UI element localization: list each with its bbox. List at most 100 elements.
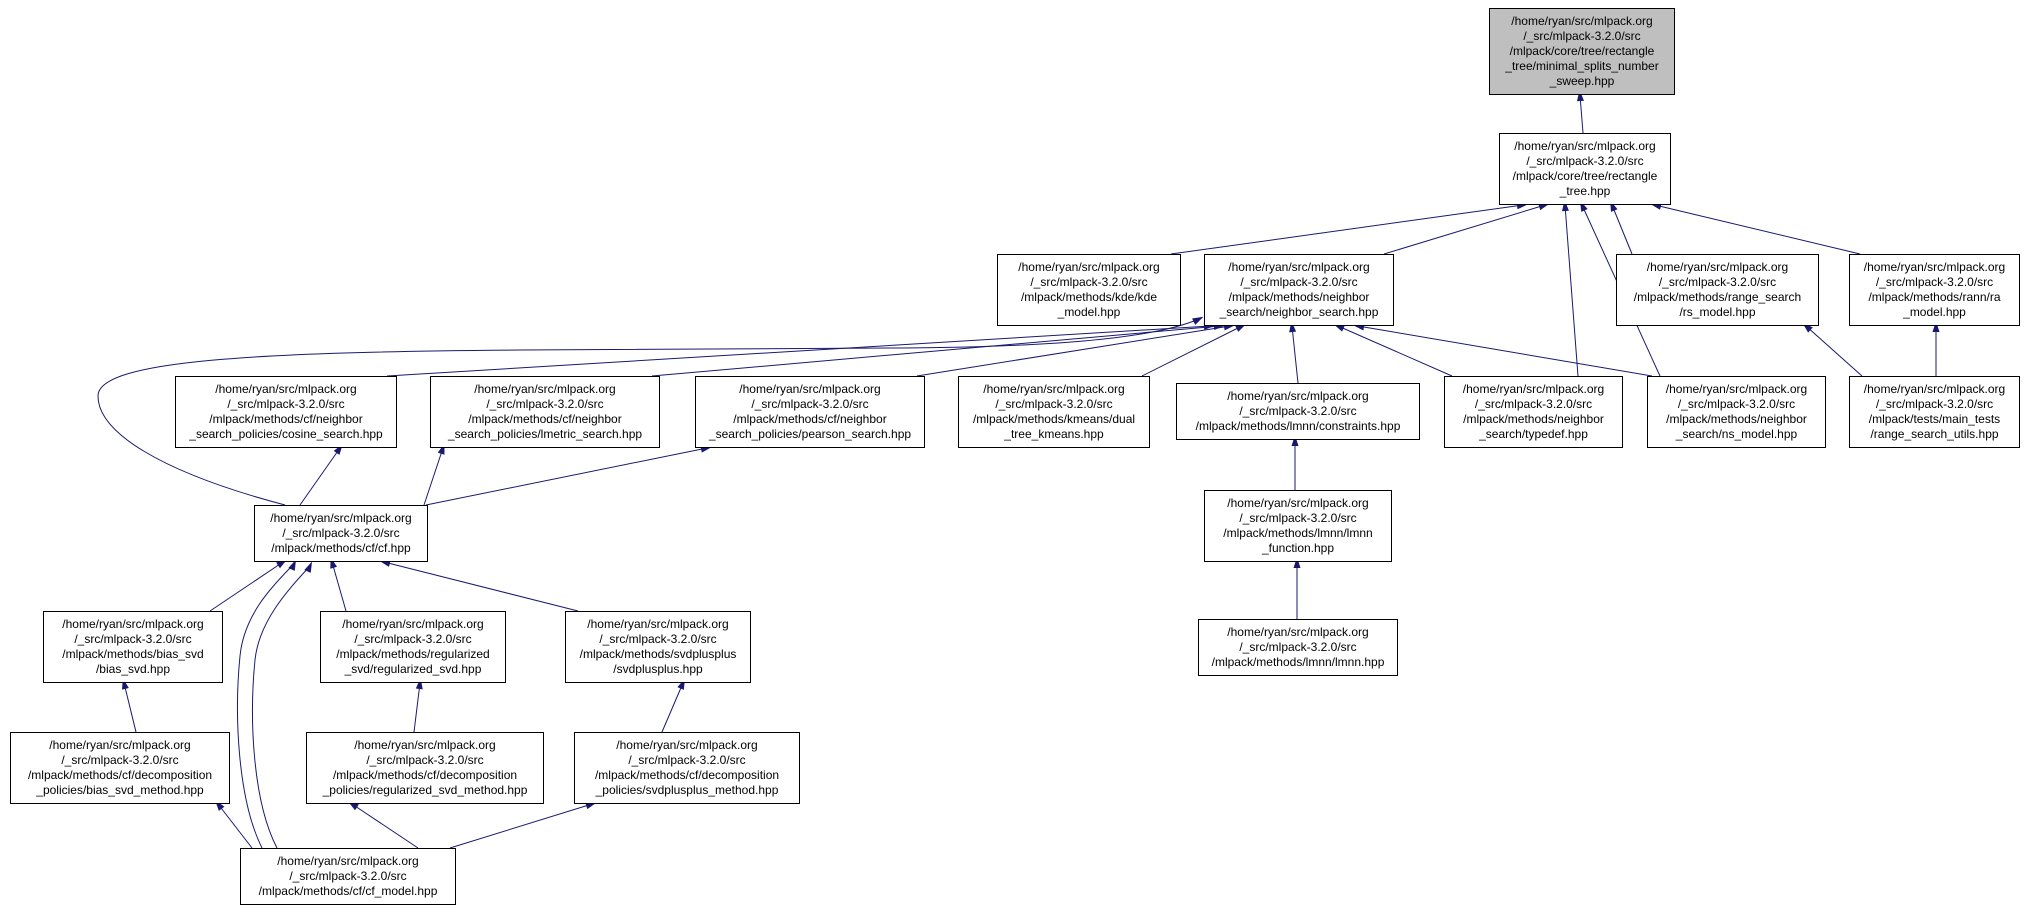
edge-n_cf>n_pearson: [425, 447, 708, 506]
node-label-line: _search_policies/lmetric_search.hpp: [447, 427, 643, 441]
edge-arrowhead: [1538, 203, 1550, 211]
edge-n_typedef>n_nsearch: [1337, 325, 1453, 377]
edge-n_svdpp>n_cf: [383, 561, 579, 612]
node-label-line: /home/ryan/src/mlpack.org: [739, 382, 881, 396]
node-label-line: /home/ryan/src/mlpack.org: [587, 617, 729, 631]
node-label-line: /home/ryan/src/mlpack.org: [1227, 389, 1369, 403]
node-label-line: /_src/mlpack-3.2.0/src: [1523, 29, 1641, 43]
edge-arrowhead: [1561, 200, 1569, 212]
edge-n_cf>n_lmetric: [423, 447, 444, 506]
graph-node-constraints[interactable]: /home/ryan/src/mlpack.org/_src/mlpack-3.…: [1176, 383, 1420, 440]
node-label-line: _tree/minimal_splits_number: [1505, 59, 1659, 73]
node-label-line: /mlpack/methods/bias_svd: [62, 647, 204, 661]
graph-node-nsmodel[interactable]: /home/ryan/src/mlpack.org/_src/mlpack-3.…: [1647, 376, 1826, 448]
edge-arrowhead: [1192, 316, 1204, 325]
node-label-line: _search/typedef.hpp: [1479, 427, 1588, 441]
graph-node-rsmodel[interactable]: /home/ryan/src/mlpack.org/_src/mlpack-3.…: [1616, 254, 1819, 326]
edge-arrowhead: [1291, 435, 1299, 446]
node-label-line: /home/ryan/src/mlpack.org: [49, 738, 191, 752]
node-label-line: /home/ryan/src/mlpack.org: [342, 617, 484, 631]
node-label-line: /mlpack/methods/cf/decomposition: [27, 768, 213, 782]
graph-node-rectangle[interactable]: /home/ryan/src/mlpack.org/_src/mlpack-3.…: [1499, 133, 1671, 205]
node-label-line: /bias_svd.hpp: [95, 662, 171, 676]
graph-node-biassvd[interactable]: /home/ryan/src/mlpack.org/_src/mlpack-3.…: [43, 611, 223, 683]
graph-node-lmnn[interactable]: /home/ryan/src/mlpack.org/_src/mlpack-3.…: [1198, 619, 1398, 676]
node-label-line: /home/ryan/src/mlpack.org: [616, 738, 758, 752]
graph-node-regmethod[interactable]: /home/ryan/src/mlpack.org/_src/mlpack-3.…: [306, 732, 544, 804]
node-label-line: /mlpack/methods/lmnn/lmnn.hpp: [1211, 655, 1385, 669]
graph-node-ramodel[interactable]: /home/ryan/src/mlpack.org/_src/mlpack-3.…: [1849, 254, 2020, 326]
node-label-line: /home/ryan/src/mlpack.org: [215, 382, 357, 396]
node-label-line: /home/ryan/src/mlpack.org: [1227, 625, 1369, 639]
edge-n_rsutils>n_rsmodel: [1805, 325, 1863, 377]
node-label-line: /_src/mlpack-3.2.0/src: [1677, 397, 1796, 411]
graph-node-pearson[interactable]: /home/ryan/src/mlpack.org/_src/mlpack-3.…: [695, 376, 925, 448]
node-label-line: /rs_model.hpp: [1679, 305, 1756, 319]
graph-node-cf[interactable]: /home/ryan/src/mlpack.org/_src/mlpack-3.…: [254, 505, 428, 562]
node-label-line: /_src/mlpack-3.2.0/src: [282, 526, 400, 540]
node-label-line: /mlpack/core/tree/rectangle: [1509, 44, 1655, 58]
node-label-line: _function.hpp: [1261, 541, 1335, 555]
node-label-line: /_src/mlpack-3.2.0/src: [1240, 275, 1358, 289]
graph-node-nsearch[interactable]: /home/ryan/src/mlpack.org/_src/mlpack-3.…: [1204, 254, 1394, 326]
node-label-line: /mlpack/methods/cf/cf.hpp: [271, 541, 411, 555]
node-label-line: /_src/mlpack-3.2.0/src: [354, 632, 472, 646]
graph-node-regsvd[interactable]: /home/ryan/src/mlpack.org/_src/mlpack-3.…: [320, 611, 506, 683]
node-label-line: /_src/mlpack-3.2.0/src: [1875, 397, 1994, 411]
node-label-line: /_src/mlpack-3.2.0/src: [227, 397, 345, 411]
graph-node-minimal: /home/ryan/src/mlpack.org/_src/mlpack-3.…: [1489, 8, 1675, 95]
node-label-line: _policies/bias_svd_method.hpp: [36, 783, 204, 797]
node-label-line: _tree_kmeans.hpp: [1004, 427, 1104, 441]
node-label-line: /home/ryan/src/mlpack.org: [1863, 260, 2006, 274]
node-label-line: /mlpack/methods/lmnn/constraints.hpp: [1195, 419, 1401, 433]
edge-n_cfmodel>n_cf#a: [237, 563, 295, 849]
graph-node-kmeans[interactable]: /home/ryan/src/mlpack.org/_src/mlpack-3.…: [958, 376, 1150, 448]
graph-node-rsutils[interactable]: /home/ryan/src/mlpack.org/_src/mlpack-3.…: [1849, 376, 2020, 448]
node-label-line: /home/ryan/src/mlpack.org: [1462, 382, 1605, 396]
node-label-line: /_src/mlpack-3.2.0/src: [61, 753, 179, 767]
node-label-line: /_src/mlpack-3.2.0/src: [1526, 154, 1644, 168]
edge-n_pearson>n_nsearch: [916, 325, 1231, 377]
graph-node-svdpp[interactable]: /home/ryan/src/mlpack.org/_src/mlpack-3.…: [565, 611, 751, 683]
node-label-line: _model.hpp: [1903, 305, 1966, 319]
edge-n_constraints>n_nsearch: [1291, 325, 1299, 384]
node-label-line: /home/ryan/src/mlpack.org: [1227, 496, 1369, 510]
edge-n_biassvd>n_cf: [209, 561, 284, 612]
node-label-line: /mlpack/methods/lmnn/lmnn: [1223, 526, 1373, 540]
node-label-line: /home/ryan/src/mlpack.org: [1863, 382, 2006, 396]
node-label-line: /svdplusplus.hpp: [613, 662, 703, 676]
node-label-line: /range_search_utils.hpp: [1870, 427, 1999, 441]
node-label-line: /mlpack/methods/cf/cf_model.hpp: [258, 884, 438, 898]
edge-arrowhead: [585, 802, 597, 810]
graph-node-cosine[interactable]: /home/ryan/src/mlpack.org/_src/mlpack-3.…: [175, 376, 397, 448]
edge-n_cf>n_cosine: [299, 447, 341, 506]
node-label-line: /_src/mlpack-3.2.0/src: [1875, 275, 1994, 289]
node-label-line: /home/ryan/src/mlpack.org: [1514, 139, 1656, 153]
graph-node-lmetric[interactable]: /home/ryan/src/mlpack.org/_src/mlpack-3.…: [430, 376, 660, 448]
node-label-line: /home/ryan/src/mlpack.org: [1646, 260, 1789, 274]
node-label-line: _search/neighbor_search.hpp: [1219, 305, 1379, 319]
graph-node-typedef[interactable]: /home/ryan/src/mlpack.org/_src/mlpack-3.…: [1444, 376, 1623, 448]
node-label-line: /mlpack/methods/cf/decomposition: [332, 768, 518, 782]
graph-node-biasmethod[interactable]: /home/ryan/src/mlpack.org/_src/mlpack-3.…: [10, 732, 230, 804]
graph-node-cfmodel[interactable]: /home/ryan/src/mlpack.org/_src/mlpack-3.…: [240, 848, 456, 905]
edge-n_rectangle>n_minimal: [1579, 94, 1584, 134]
node-label-line: /mlpack/methods/kmeans/dual: [972, 412, 1136, 426]
node-label-line: /_src/mlpack-3.2.0/src: [628, 753, 746, 767]
node-label-line: _model.hpp: [1057, 305, 1121, 319]
edge-arrowhead: [1293, 557, 1301, 568]
edge-n_svdppmethod>n_svdpp: [661, 682, 684, 733]
node-label-line: /_src/mlpack-3.2.0/src: [366, 753, 484, 767]
edge-n_regmethod>n_regsvd: [413, 682, 421, 733]
graph-node-lmnnfn[interactable]: /home/ryan/src/mlpack.org/_src/mlpack-3.…: [1204, 490, 1392, 562]
graph-node-kde[interactable]: /home/ryan/src/mlpack.org/_src/mlpack-3.…: [997, 254, 1181, 326]
node-label-line: _search_policies/pearson_search.hpp: [708, 427, 912, 441]
edge-n_nsearch>n_rectangle: [1383, 204, 1546, 255]
node-label-line: /home/ryan/src/mlpack.org: [270, 511, 412, 525]
node-label-line: /_src/mlpack-3.2.0/src: [1658, 275, 1777, 289]
node-label-line: _sweep.hpp: [1549, 74, 1615, 88]
node-label-line: /home/ryan/src/mlpack.org: [474, 382, 616, 396]
graph-node-svdppmethod[interactable]: /home/ryan/src/mlpack.org/_src/mlpack-3.…: [574, 732, 800, 804]
node-label-line: /mlpack/tests/main_tests: [1868, 412, 2001, 426]
